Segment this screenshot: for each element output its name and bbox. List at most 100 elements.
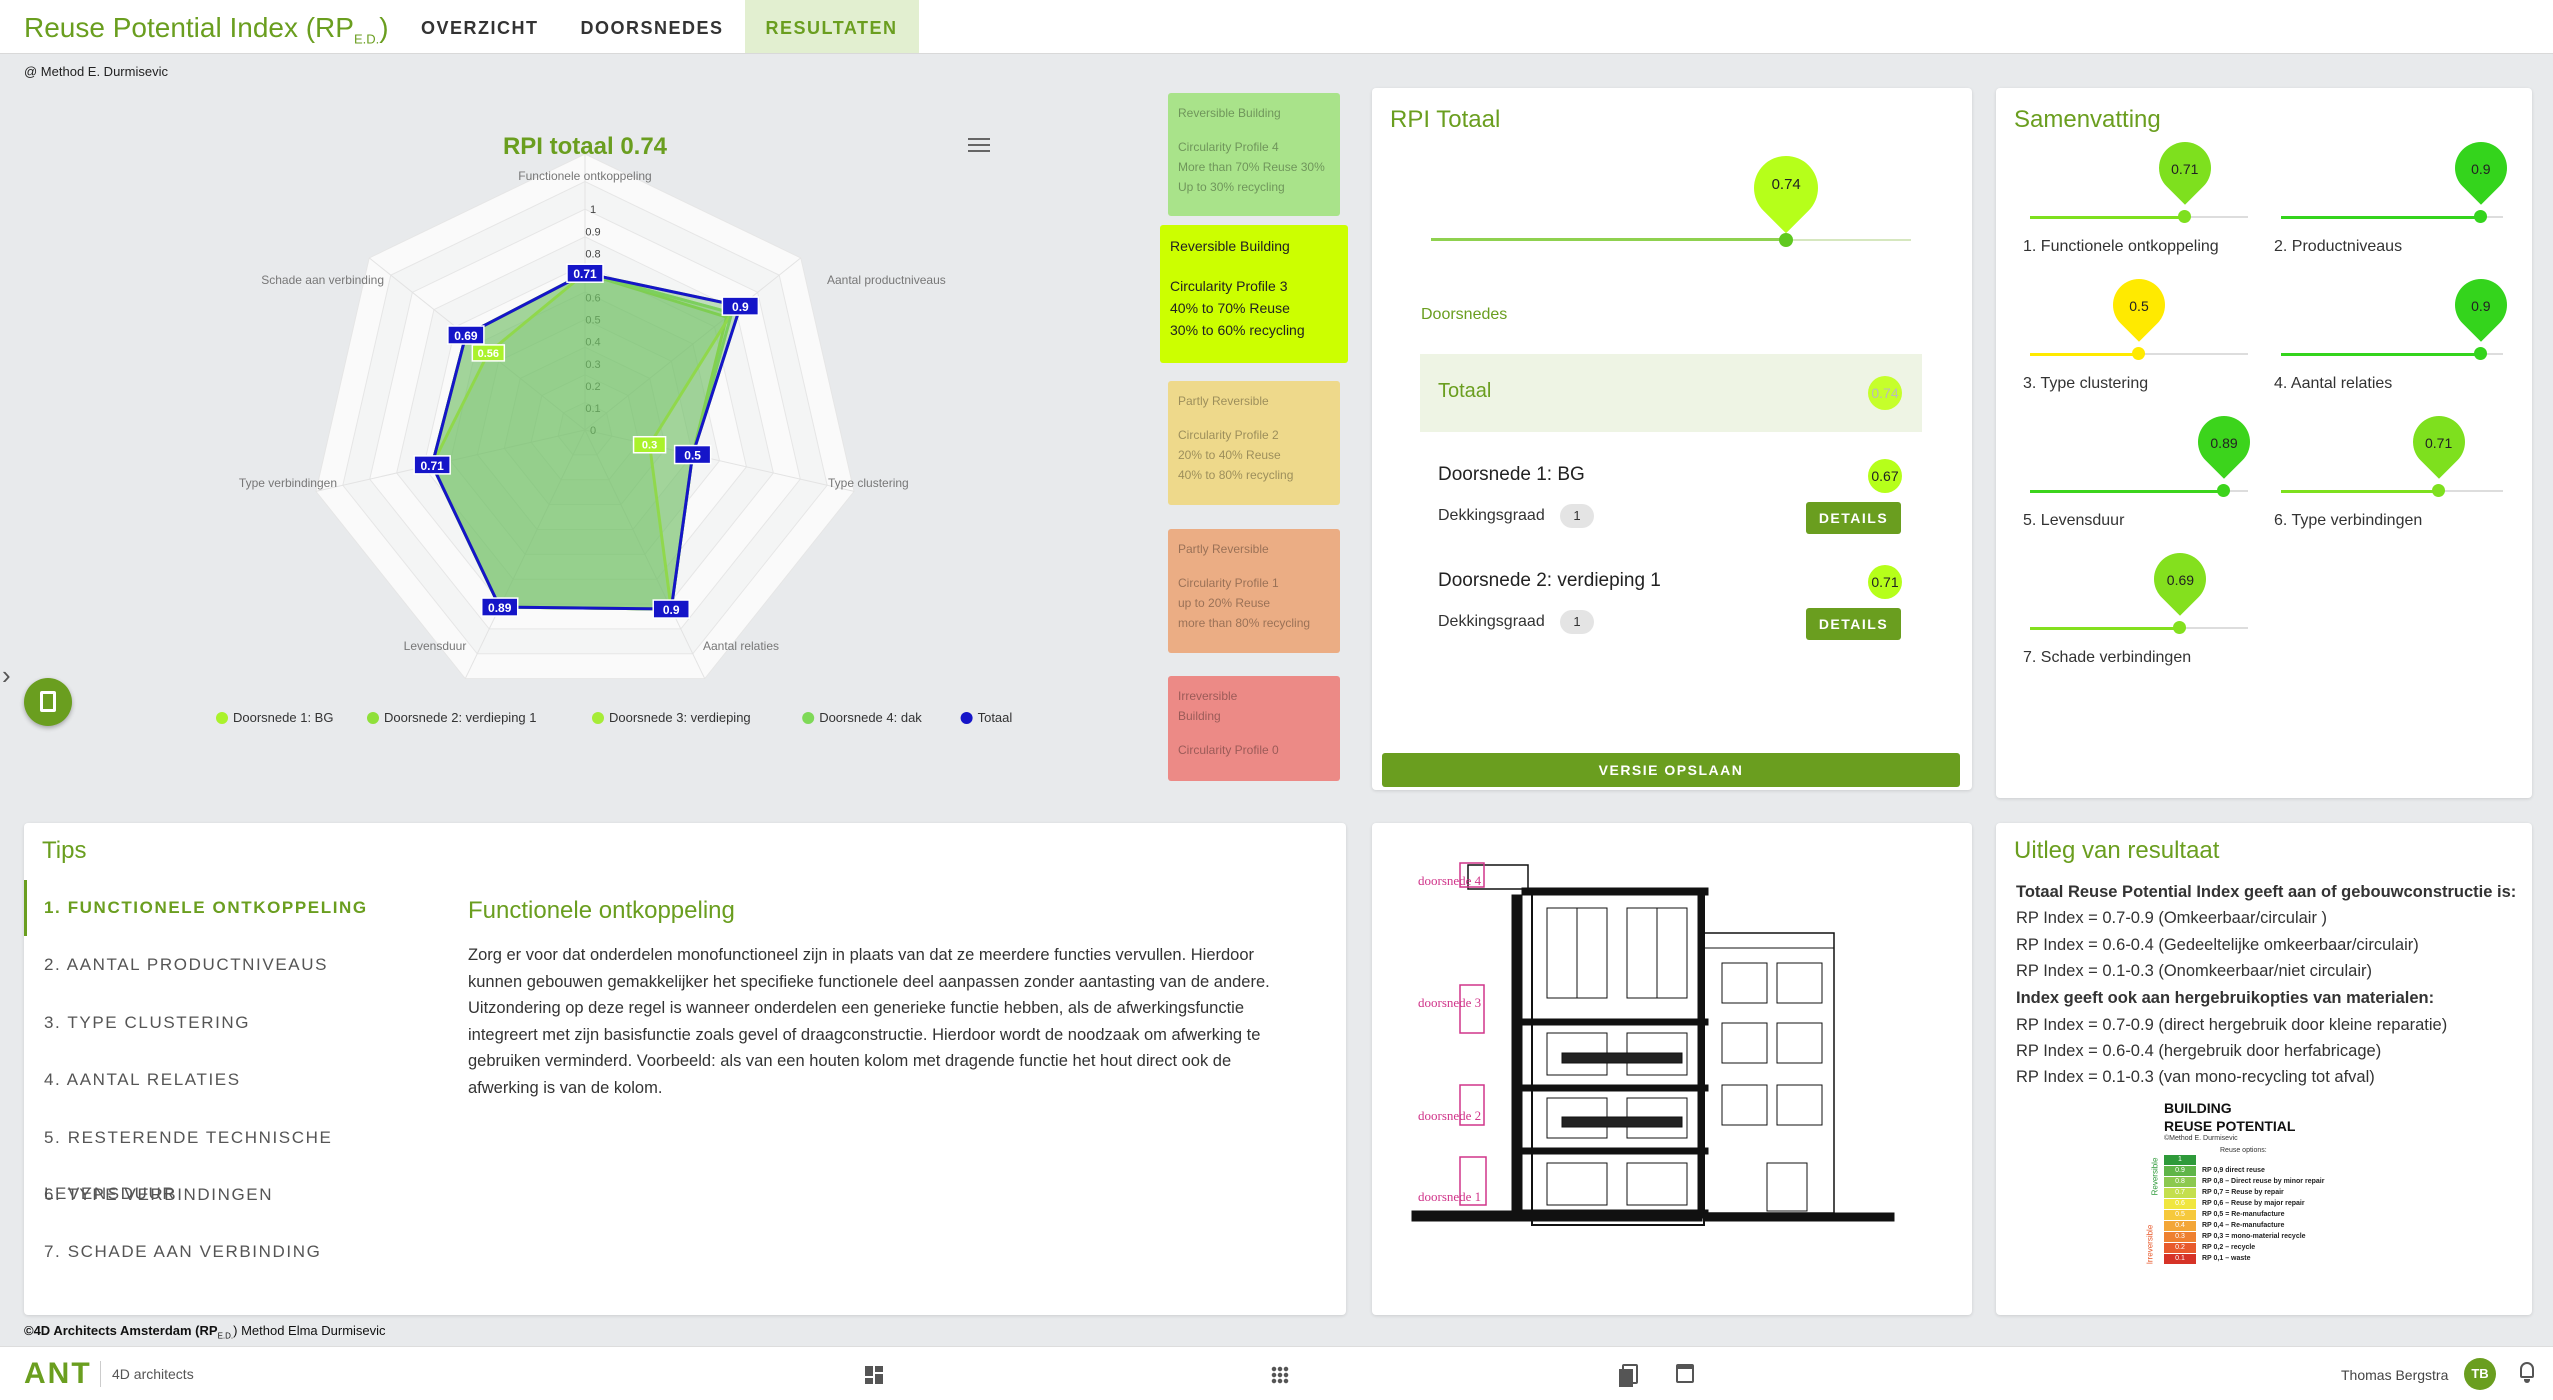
ant-logo[interactable]: ANT xyxy=(24,1357,92,1390)
doorsnede-value-badge: 0.71 xyxy=(1868,565,1902,599)
summary-value-label: 0.71 xyxy=(2424,435,2453,451)
radar-chart: RPI totaal 0.7410.90.80.70.60.50.40.30.2… xyxy=(216,133,1012,725)
scale-swatch: 0.5 xyxy=(2164,1210,2196,1220)
tips-panel: Tips xyxy=(24,823,1346,1315)
legend-item: Doorsnede 1: BG xyxy=(233,710,333,725)
section-drawing-panel: doorsnede 4 doorsnede 3 doorsnede 2 door… xyxy=(1372,823,1972,1315)
radar-tick-label: 0.1 xyxy=(585,403,600,415)
scale-options-label: Reuse options: xyxy=(2220,1147,2267,1154)
profile-line: up to 20% Reuse xyxy=(1178,596,1271,610)
apps-grid-icon[interactable] xyxy=(1271,1366,1289,1384)
radar-data-label-box xyxy=(566,263,604,283)
summary-slider-handle[interactable] xyxy=(2173,621,2187,634)
summary-slider-fill xyxy=(2281,489,2439,493)
summary-slider-handle[interactable] xyxy=(2177,210,2191,223)
details-button[interactable]: DETAILS xyxy=(1806,608,1901,640)
uitleg-line: RP Index = 0.7-0.9 (direct hergebruik do… xyxy=(2016,1016,2448,1034)
tip-content-line: afwerking is van de kolom. xyxy=(468,1078,663,1097)
profile-line: Circularity Profile 1 xyxy=(1178,576,1279,590)
profile-line: 40% to 70% Reuse xyxy=(1170,300,1290,316)
summary-item-label: 6. Type verbindingen xyxy=(2274,512,2423,529)
profile-line: More than 70% Reuse 30% xyxy=(1178,160,1325,174)
dashboard-icon[interactable] xyxy=(865,1366,883,1384)
tab-overzicht[interactable]: OVERZICHT xyxy=(421,18,539,38)
calendar-icon[interactable] xyxy=(1676,1364,1694,1383)
scale-option: RP 0,7 = Reuse by repair xyxy=(2202,1189,2284,1196)
radar-axis-label: Levensduur xyxy=(404,639,467,653)
tip-type-clustering[interactable]: 3. TYPE CLUSTERING xyxy=(44,1013,251,1032)
tip-aantal-relaties[interactable]: 4. AANTAL RELATIES xyxy=(44,1070,241,1089)
profile-card-4: Reversible Building Circularity Profile … xyxy=(1168,93,1340,216)
clipboard-fab[interactable] xyxy=(24,678,72,726)
tip-content-line: integreert met zijn basisfunctie zoals g… xyxy=(468,1025,1261,1044)
radar-tick-label: 0.6 xyxy=(585,293,600,305)
doorsnede-name: Doorsnede 2: verdieping 1 xyxy=(1438,570,1661,591)
scale-option: RP 0,6 – Reuse by major repair xyxy=(2202,1200,2305,1207)
summary-item-label: 4. Aantal relaties xyxy=(2274,375,2393,392)
tip-resterende-levensduur[interactable]: 5. RESTERENDE TECHNISCHE LEVENSDUUR xyxy=(44,1128,333,1203)
totaal-value-badge: 0.74 xyxy=(1868,376,1902,410)
radar-data-label-box xyxy=(673,444,712,465)
radar-axis-line xyxy=(584,429,855,492)
radar-tick-label: 0.8 xyxy=(585,248,600,260)
reuse-potential-scale: BUILDING REUSE POTENTIAL ©Method E. Durm… xyxy=(2145,1100,2324,1280)
summary-slider-handle[interactable] xyxy=(2132,347,2145,360)
legend-marker xyxy=(367,712,379,724)
profile-line: more than 80% recycling xyxy=(1178,616,1311,630)
profile-line: Circularity Profile 2 xyxy=(1178,428,1279,442)
radar-axis-label: Functionele ontkoppeling xyxy=(518,169,651,183)
tip-schade-aan-verbinding[interactable]: 7. SCHADE AAN VERBINDING xyxy=(44,1242,322,1261)
versie-opslaan-button[interactable]: VERSIE OPSLAAN xyxy=(1382,753,1960,787)
dekkingsgraad-label: Dekkingsgraad xyxy=(1438,613,1545,630)
scale-swatch: 0.9 xyxy=(2164,1166,2196,1176)
dekkingsgraad-chip: 1 xyxy=(1560,504,1594,528)
legend-marker xyxy=(216,712,228,724)
profile-line: 40% to 80% recycling xyxy=(1178,468,1294,482)
side-expand-arrow[interactable]: › xyxy=(2,660,11,690)
summary-item-label: 7. Schade verbindingen xyxy=(2023,649,2192,666)
scale-swatch: 0.4 xyxy=(2164,1221,2196,1231)
user-avatar[interactable]: TB xyxy=(2464,1358,2496,1390)
tip-aantal-productniveaus[interactable]: 2. AANTAL PRODUCTNIVEAUS xyxy=(44,955,329,974)
summary-value-label: 0.89 xyxy=(2210,435,2238,451)
profile-line: 30% to 60% recycling xyxy=(1170,322,1305,338)
chart-menu-button[interactable] xyxy=(968,138,990,156)
radar-data-label-box xyxy=(721,296,760,316)
tab-doorsnedes[interactable]: DOORSNEDES xyxy=(580,18,724,38)
radar-tick-label: 0 xyxy=(590,425,596,437)
radar-tick-label: 1 xyxy=(590,204,596,216)
totaal-row[interactable]: Totaal 0.74 xyxy=(1420,354,1922,432)
uitleg-panel: Uitleg van resultaat xyxy=(1996,823,2532,1315)
summary-value-label: 0.69 xyxy=(2166,572,2195,588)
radar-tick-label: 0.4 xyxy=(585,337,600,349)
radar-data-label: 0.9 xyxy=(663,603,680,617)
scale-side-irreversible: Irreversible xyxy=(2145,1224,2155,1265)
radar-data-label: 0.69 xyxy=(454,329,478,343)
radar-data-label: 0.9 xyxy=(732,300,749,314)
scale-option: RP 0,9 direct reuse xyxy=(2202,1167,2265,1174)
radar-tick-label: 0.3 xyxy=(585,359,600,371)
radar-axis-label: Type clustering xyxy=(828,476,909,490)
details-button[interactable]: DETAILS xyxy=(1806,502,1901,534)
uitleg-line: RP Index = 0.7-0.9 (Omkeerbaar/circulair… xyxy=(2016,909,2328,927)
summary-slider-fill xyxy=(2030,489,2225,493)
profile-line: Up to 30% recycling xyxy=(1178,180,1285,194)
rpi-slider-fill xyxy=(1431,238,1787,241)
tip-content-line: Uitzondering op deze regel is wanneer on… xyxy=(468,999,1245,1017)
summary-slider-handle[interactable] xyxy=(2217,484,2231,497)
profile-line: Circularity Profile 4 xyxy=(1178,140,1279,154)
tip-functionele-ontkoppeling[interactable]: 1. FUNCTIONELE ONTKOPPELING xyxy=(24,880,434,936)
radar-data-label-box xyxy=(652,599,690,619)
summary-slider-handle[interactable] xyxy=(2473,347,2487,360)
summary-slider-handle[interactable] xyxy=(2473,210,2487,223)
radar-axis-label: Type verbindingen xyxy=(239,476,337,490)
clipboard-icon[interactable] xyxy=(1619,1364,1638,1387)
uitleg-line: Totaal Reuse Potential Index geeft aan o… xyxy=(2016,883,2517,901)
summary-slider-handle[interactable] xyxy=(2431,484,2445,497)
radar-axis-label: Aantal relaties xyxy=(703,639,779,653)
notification-bell-icon[interactable] xyxy=(2518,1362,2536,1384)
rpi-slider-handle[interactable] xyxy=(1779,233,1794,247)
tip-content-title: Functionele ontkoppeling xyxy=(468,897,735,924)
tab-resultaten[interactable]: RESULTATEN xyxy=(744,0,919,53)
tip-type-verbindingen[interactable]: 6. TYPE VERBINDINGEN xyxy=(44,1185,274,1204)
